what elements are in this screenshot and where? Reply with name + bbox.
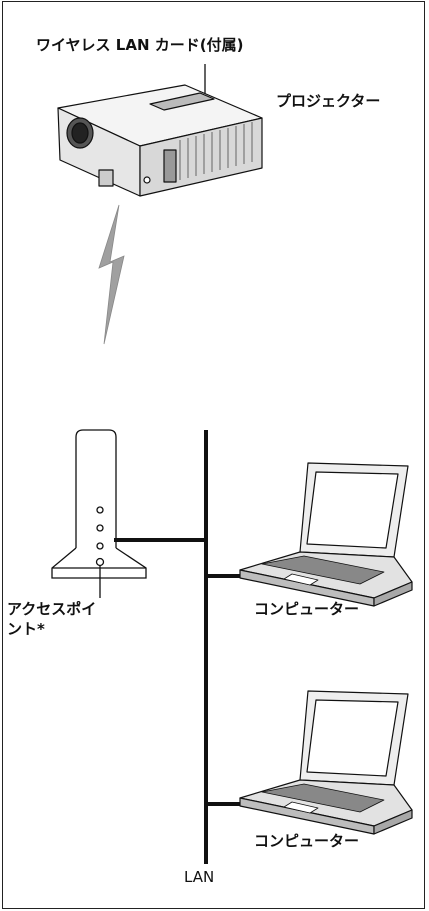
projector-illustration xyxy=(57,84,263,197)
wireless-signal-icon xyxy=(98,204,125,345)
computer-label-1: コンピューター xyxy=(254,600,360,618)
access-point-illustration xyxy=(51,429,147,579)
laptop-illustration-1 xyxy=(239,462,413,607)
laptop-illustration-2 xyxy=(239,690,413,835)
access-point-label: アクセスポイント* xyxy=(7,600,97,638)
lan-cables xyxy=(114,430,242,864)
wireless-card-label: ワイヤレス LAN カード(付属) xyxy=(36,36,244,54)
projector-label: プロジェクター xyxy=(276,92,381,110)
computer-label-2: コンピューター xyxy=(254,832,360,850)
lan-label: LAN xyxy=(184,868,215,886)
